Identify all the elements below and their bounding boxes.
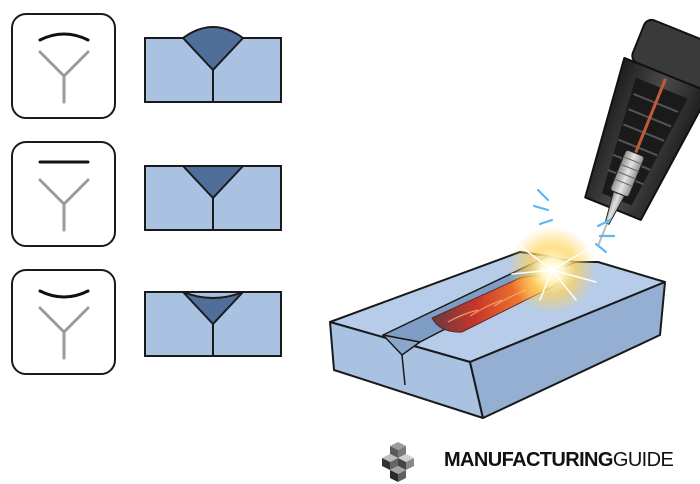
weld-profile-row-concave bbox=[11, 269, 282, 375]
concave-contour-symbol bbox=[11, 269, 116, 375]
flush-contour-symbol bbox=[11, 141, 116, 247]
brand-logo-cubes-icon bbox=[382, 442, 414, 482]
welding-arc-glow bbox=[508, 226, 597, 314]
brand-wordmark: MANUFACTURINGGUIDE bbox=[386, 440, 674, 480]
brand-name: MANUFACTURINGGUIDE bbox=[444, 448, 674, 472]
brand-name-light: GUIDE bbox=[612, 448, 674, 471]
concave-weld-cross-section bbox=[144, 291, 282, 357]
brand-name-bold: MANUFACTURING bbox=[444, 448, 613, 471]
groove-workpiece bbox=[329, 251, 666, 419]
welding-torch bbox=[532, 18, 700, 254]
flush-weld-cross-section bbox=[144, 165, 282, 231]
weld-profile-row-flush bbox=[11, 141, 282, 247]
convex-weld-cross-section bbox=[144, 26, 282, 103]
convex-contour-symbol bbox=[11, 13, 116, 119]
weld-profile-row-convex bbox=[11, 13, 282, 119]
